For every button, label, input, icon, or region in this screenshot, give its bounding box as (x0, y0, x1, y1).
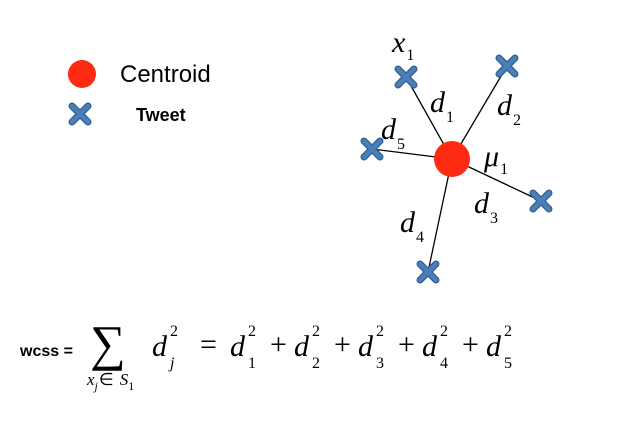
cluster-diagram: x1 d1 d2 d3 d4 d5 μ1 (360, 26, 553, 284)
formula-plus: + (270, 328, 287, 361)
formula-plus: + (462, 328, 479, 361)
distance-label-d2: d2 (497, 89, 521, 129)
formula-expansion-term: d (422, 330, 438, 363)
tweet-marker-icon (416, 260, 440, 284)
distance-label-d3: d3 (474, 187, 498, 227)
formula-expansion-term: d (358, 330, 374, 363)
tweet-marker-icon (495, 54, 519, 78)
formula-expansion-sub: 1 (248, 355, 256, 372)
wcss-label: wcss = (19, 343, 73, 360)
formula-expansion-sub: 3 (376, 355, 384, 372)
formula-expansion-sub: 4 (440, 355, 448, 372)
formula-expansion-power: 2 (440, 323, 448, 340)
formula-expansion-power: 2 (376, 323, 384, 340)
distance-label-d5: d5 (381, 113, 405, 153)
formula-expansion-term: d (294, 330, 310, 363)
formula-expansion-sub: 2 (312, 355, 320, 372)
legend-tweet-label: Tweet (136, 105, 186, 125)
sum-lower-limit: xj∈S1 (86, 370, 134, 393)
formula-term-dj: d (152, 330, 168, 363)
formula-plus: + (334, 328, 351, 361)
tweet-marker-icon (360, 137, 384, 161)
sum-symbol: ∑ (90, 315, 126, 371)
formula-expansion-term: d (486, 330, 502, 363)
distance-line-2 (451, 65, 508, 160)
distance-label-d1: d1 (430, 86, 454, 126)
centroid-marker (434, 141, 470, 177)
formula-expansion-power: 2 (504, 323, 512, 340)
formula-term-dj-power: 2 (170, 323, 178, 340)
tweet-legend-icon (68, 102, 92, 126)
tweet-marker-icon (394, 65, 418, 89)
point-label-x1: x1 (391, 26, 414, 64)
tweet-marker-icon (529, 189, 553, 213)
formula-plus: + (398, 328, 415, 361)
legend-centroid-label: Centroid (120, 61, 211, 88)
formula-equals: = (200, 328, 217, 361)
distance-label-d4: d4 (400, 206, 424, 246)
formula-expansion-power: 2 (248, 323, 256, 340)
formula-term-dj-sub: j (168, 355, 175, 372)
formula-expansion-power: 2 (312, 323, 320, 340)
distance-line-4 (427, 158, 453, 273)
formula-expansion-term: d (230, 330, 246, 363)
centroid-legend-icon (68, 60, 96, 88)
formula-expansion-sub: 5 (504, 355, 512, 372)
legend: Centroid Tweet (68, 60, 211, 126)
centroid-label-mu1: μ1 (483, 140, 508, 178)
